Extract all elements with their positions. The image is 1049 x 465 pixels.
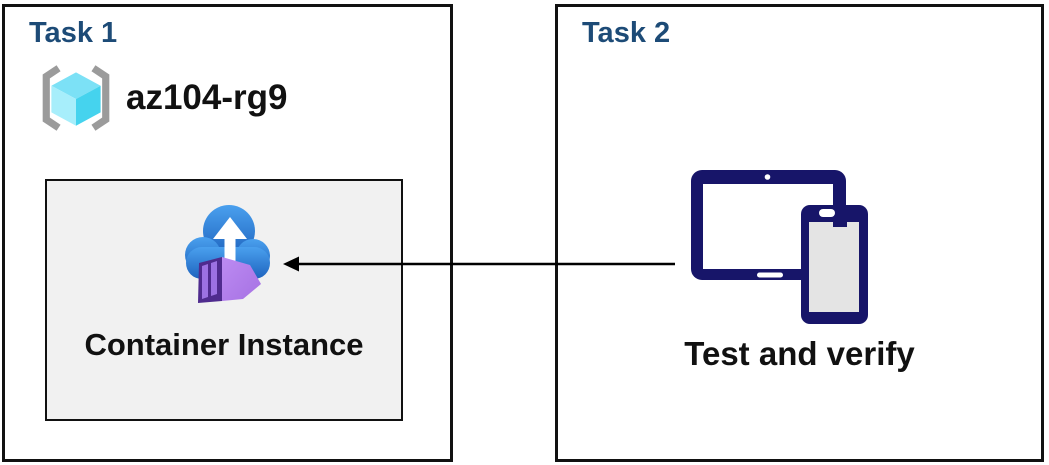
cube-right-face — [76, 85, 101, 126]
task1-title: Task 1 — [29, 17, 118, 49]
cube-left-face — [51, 85, 76, 126]
task1-box: Task 1 az104-rg9 — [2, 4, 453, 462]
resource-group-icon — [42, 65, 110, 131]
resource-group-name: az104-rg9 — [126, 78, 288, 117]
left-bracket — [42, 65, 61, 131]
container-instance-icon — [185, 205, 270, 303]
container-instance-box: Container Instance — [45, 179, 403, 421]
test-and-verify-label: Test and verify — [684, 335, 915, 372]
tablet-phone-icon — [691, 170, 868, 324]
up-arrow-icon — [213, 217, 247, 263]
arrow-head — [283, 256, 299, 272]
resource-group-row: az104-rg9 — [36, 63, 287, 133]
container-box-3d — [198, 257, 261, 303]
container-instance-label: Container Instance — [84, 327, 364, 362]
task2-title: Task 2 — [582, 17, 671, 49]
task2-box: Task 2 Test and verify — [555, 4, 1044, 462]
right-bracket — [91, 65, 110, 131]
phone-icon — [801, 205, 868, 324]
connector-arrow — [283, 256, 675, 272]
cube-top-face — [51, 72, 101, 100]
